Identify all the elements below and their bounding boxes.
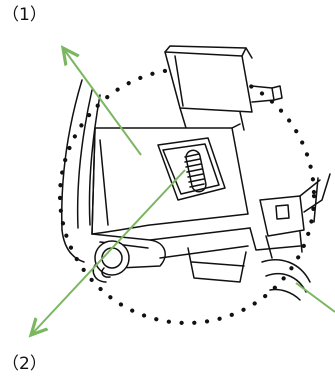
round-fitting bbox=[95, 241, 129, 275]
machine-sketch bbox=[62, 46, 330, 300]
callout-line-3 bbox=[296, 283, 335, 312]
